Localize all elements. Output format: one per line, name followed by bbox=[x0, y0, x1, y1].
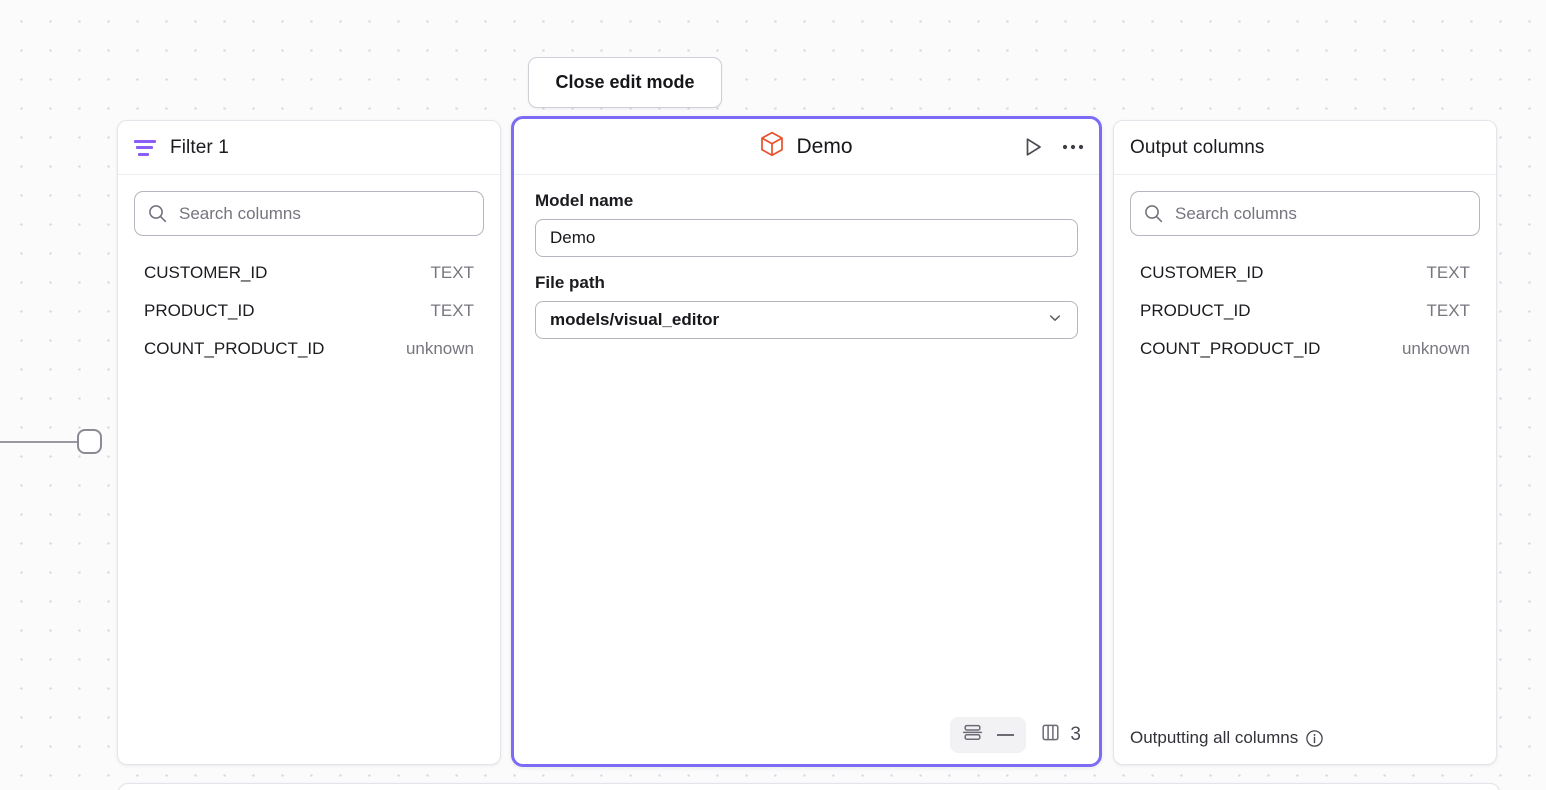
model-name-label: Model name bbox=[535, 191, 634, 210]
ellipsis-icon[interactable] bbox=[1061, 143, 1085, 151]
search-icon bbox=[148, 204, 167, 223]
output-columns-footer: Outputting all columns bbox=[1114, 712, 1496, 764]
play-icon[interactable] bbox=[1021, 135, 1045, 159]
column-count-group[interactable]: 3 bbox=[1040, 722, 1081, 748]
model-node-body: Model name Demo File path models/visual_… bbox=[514, 175, 1099, 712]
list-item[interactable]: COUNT_PRODUCT_ID unknown bbox=[1130, 330, 1480, 368]
column-name: PRODUCT_ID bbox=[144, 301, 255, 320]
model-node-header: Demo bbox=[514, 119, 1099, 175]
output-columns-title: Output columns bbox=[1130, 136, 1265, 158]
column-name: PRODUCT_ID bbox=[1140, 301, 1251, 320]
column-type: TEXT bbox=[430, 263, 474, 282]
list-item[interactable]: CUSTOMER_ID TEXT bbox=[1130, 254, 1480, 292]
filter-node-panel[interactable]: Filter 1 CUSTOMER_ID TEXT PRODUCT_ID bbox=[117, 120, 501, 765]
list-item[interactable]: COUNT_PRODUCT_ID unknown bbox=[134, 330, 484, 368]
search-icon bbox=[1144, 204, 1163, 223]
output-search-input[interactable] bbox=[1175, 192, 1479, 235]
list-item[interactable]: CUSTOMER_ID TEXT bbox=[134, 254, 484, 292]
column-type: unknown bbox=[1401, 339, 1470, 358]
row-count-group[interactable] bbox=[950, 717, 1027, 753]
edge-connector-handle[interactable] bbox=[77, 429, 102, 454]
output-columns-header: Output columns bbox=[1114, 121, 1496, 175]
filter-node-header: Filter 1 bbox=[118, 121, 500, 175]
column-type: TEXT bbox=[1426, 263, 1470, 282]
filter-icon bbox=[134, 139, 156, 156]
column-name: CUSTOMER_ID bbox=[144, 263, 268, 282]
model-node-footer: 3 bbox=[514, 712, 1099, 764]
list-item[interactable]: PRODUCT_ID TEXT bbox=[1130, 292, 1480, 330]
file-path-select[interactable]: models/visual_editor bbox=[535, 301, 1078, 339]
cube-icon bbox=[760, 131, 784, 162]
output-search-box[interactable] bbox=[1130, 191, 1480, 236]
column-name: COUNT_PRODUCT_ID bbox=[1140, 339, 1321, 358]
rows-icon bbox=[962, 722, 983, 748]
close-edit-mode-button[interactable]: Close edit mode bbox=[528, 57, 722, 108]
columns-icon bbox=[1040, 722, 1061, 748]
partial-node-panel-below[interactable] bbox=[118, 783, 1500, 790]
filter-node-body: CUSTOMER_ID TEXT PRODUCT_ID TEXT COUNT_P… bbox=[118, 175, 500, 764]
row-count-value bbox=[997, 734, 1015, 736]
column-type: TEXT bbox=[1426, 301, 1470, 320]
filter-node-title: Filter 1 bbox=[170, 136, 229, 158]
output-column-list: CUSTOMER_ID TEXT PRODUCT_ID TEXT COUNT_P… bbox=[1130, 254, 1480, 368]
filter-search-box[interactable] bbox=[134, 191, 484, 236]
column-type: TEXT bbox=[430, 301, 474, 320]
output-columns-body: CUSTOMER_ID TEXT PRODUCT_ID TEXT COUNT_P… bbox=[1114, 175, 1496, 712]
column-count-value: 3 bbox=[1070, 724, 1081, 745]
chevron-down-icon bbox=[1047, 310, 1063, 331]
edge-connector-line bbox=[0, 441, 82, 443]
model-name-input[interactable]: Demo bbox=[535, 219, 1078, 257]
file-path-label: File path bbox=[535, 273, 605, 292]
model-node-title: Demo bbox=[796, 134, 853, 158]
info-icon[interactable] bbox=[1305, 729, 1324, 748]
file-path-value: models/visual_editor bbox=[550, 310, 720, 329]
model-node-panel[interactable]: Demo Model name Demo File path bbox=[511, 116, 1102, 767]
column-type: unknown bbox=[405, 339, 474, 358]
output-columns-panel[interactable]: Output columns CUSTOMER_ID TEXT PRODU bbox=[1113, 120, 1497, 765]
filter-search-input[interactable] bbox=[179, 192, 483, 235]
column-name: COUNT_PRODUCT_ID bbox=[144, 339, 325, 358]
filter-column-list: CUSTOMER_ID TEXT PRODUCT_ID TEXT COUNT_P… bbox=[134, 254, 484, 368]
output-columns-footer-label: Outputting all columns bbox=[1130, 728, 1299, 747]
list-item[interactable]: PRODUCT_ID TEXT bbox=[134, 292, 484, 330]
column-name: CUSTOMER_ID bbox=[1140, 263, 1264, 282]
